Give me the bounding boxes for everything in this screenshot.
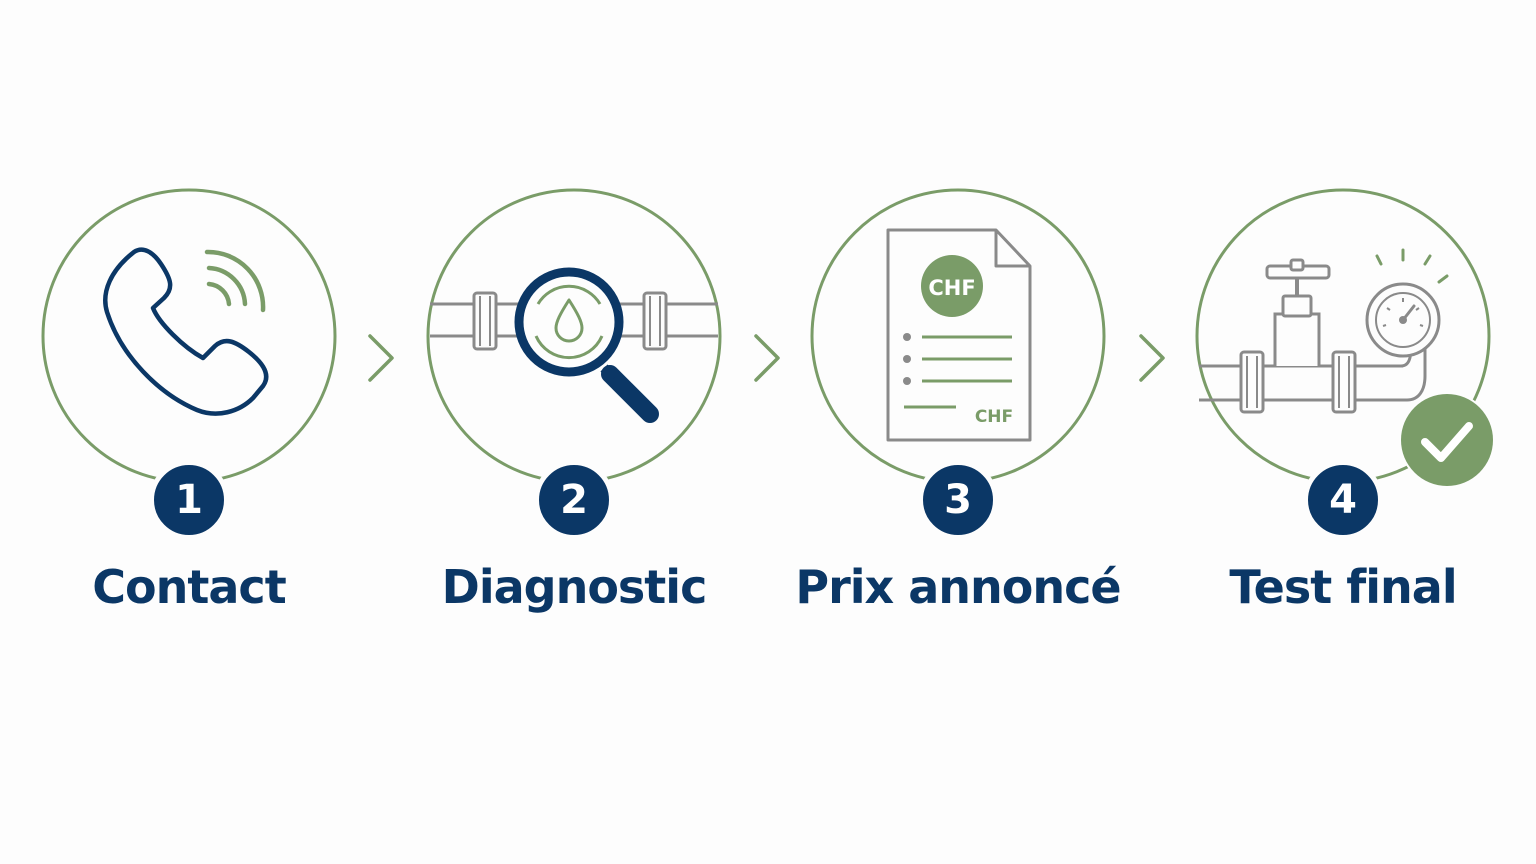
step-label: Test final: [1229, 560, 1457, 614]
step-label: Diagnostic: [441, 560, 708, 614]
step-price: CHF CHF 3 Prix annoncé: [795, 186, 1122, 626]
step-number-badge: 3: [918, 460, 998, 540]
phone-icon: [103, 247, 269, 416]
step-number-badge: 4: [1303, 460, 1383, 540]
valve-gauge-icon: [1199, 248, 1449, 414]
price-badge-text: CHF: [928, 276, 975, 300]
chevron-right-icon: [1139, 334, 1165, 382]
step-number-badge: 1: [149, 460, 229, 540]
step-contact: 1 Contact: [39, 186, 339, 626]
quote-document-text: CHF CHF: [928, 276, 1013, 427]
step-final-test: 4 Test final: [1193, 186, 1495, 626]
price-total-text: CHF: [975, 407, 1013, 427]
chevron-right-icon: [368, 334, 394, 382]
checkmark-icon: [1399, 392, 1495, 488]
magnifier-leak-icon: [430, 267, 718, 423]
step-label: Prix annoncé: [795, 560, 1121, 614]
step-diagnostic: 2 Diagnostic: [424, 186, 724, 626]
chevron-right-icon: [754, 334, 780, 382]
step-label: Contact: [92, 560, 286, 614]
quote-document-icon: [886, 228, 1032, 442]
step-number-badge: 2: [534, 460, 614, 540]
